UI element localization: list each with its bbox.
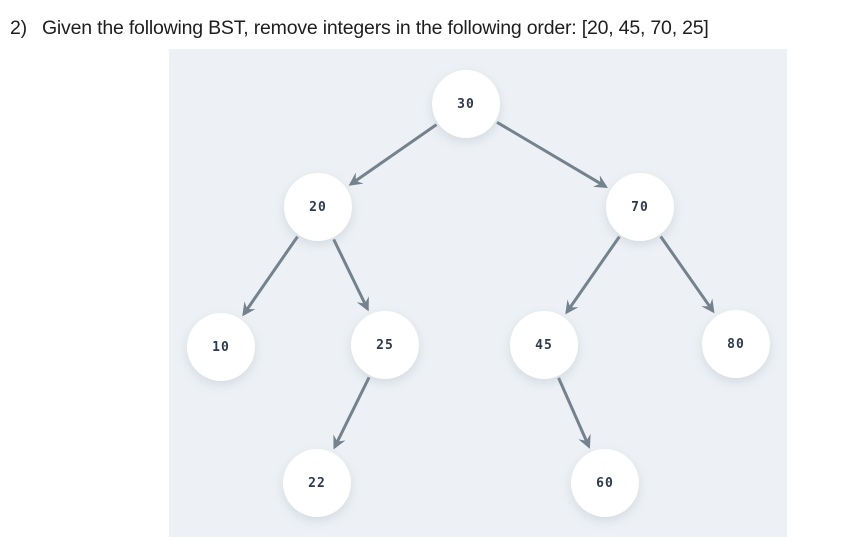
- tree-edge-30-20: [348, 123, 438, 186]
- bst-diagram: 30 20 70 10 25 45 80 22 60: [169, 49, 787, 537]
- tree-node-label: 80: [727, 336, 745, 352]
- question-number: 2): [10, 17, 27, 39]
- tree-node-22: 22: [283, 449, 351, 517]
- tree-node-80: 80: [702, 310, 770, 378]
- tree-node-label: 30: [457, 96, 475, 112]
- tree-edge-25-22: [333, 376, 371, 450]
- tree-node-60: 60: [571, 449, 639, 517]
- tree-node-label: 25: [376, 337, 394, 353]
- tree-node-70: 70: [606, 173, 674, 241]
- tree-node-label: 20: [309, 199, 327, 215]
- tree-node-label: 45: [535, 337, 553, 353]
- question-title: 2) Given the following BST, remove integ…: [10, 17, 709, 40]
- tree-node-25: 25: [351, 311, 419, 379]
- tree-node-label: 60: [596, 475, 614, 491]
- question-text: Given the following BST, remove integers…: [41, 17, 709, 39]
- tree-edge-30-70: [496, 121, 608, 188]
- tree-edge-70-80: [659, 235, 715, 314]
- tree-edge-20-25: [332, 238, 369, 312]
- tree-node-10: 10: [187, 313, 255, 381]
- tree-edge-45-60: [557, 377, 591, 449]
- tree-edge-70-45: [565, 235, 621, 315]
- tree-edge-20-10: [242, 235, 299, 317]
- tree-node-label: 22: [308, 475, 326, 491]
- tree-node-20: 20: [284, 173, 352, 241]
- tree-node-label: 70: [631, 199, 649, 215]
- tree-edges: [242, 121, 715, 450]
- tree-node-30: 30: [432, 70, 500, 138]
- tree-node-label: 10: [212, 339, 230, 355]
- tree-node-45: 45: [510, 311, 578, 379]
